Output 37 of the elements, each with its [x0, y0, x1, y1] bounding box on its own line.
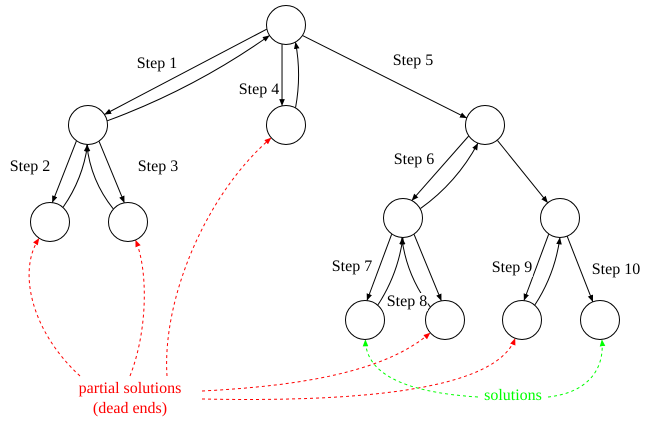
arrow [566, 236, 594, 302]
dashed-arrow [548, 339, 605, 398]
edge-label: Step 10 [590, 261, 642, 279]
edge-label: Step 3 [136, 158, 180, 176]
arrow [84, 144, 114, 210]
arrow [366, 234, 392, 301]
arrow [377, 237, 405, 306]
edge-label: Step 4 [238, 81, 280, 99]
dashed-arrow [363, 339, 478, 398]
arrow [62, 144, 90, 208]
edge-label: Step 5 [392, 52, 434, 70]
arrow [104, 28, 267, 115]
arrow [52, 140, 77, 203]
arrow [302, 35, 467, 118]
dashed-arrow [202, 332, 430, 392]
dashed-arrow [130, 240, 145, 376]
arrow [412, 136, 469, 201]
edge-label: Step 1 [136, 55, 178, 73]
arrow [279, 44, 285, 106]
arrow [98, 141, 125, 203]
dashed-arrow [202, 338, 516, 400]
arrow [524, 234, 550, 301]
arrow [497, 140, 548, 203]
arrow [420, 143, 478, 209]
edge-label: Step 6 [392, 151, 436, 169]
edge-label: Step 2 [8, 158, 52, 176]
annotation-text: partial solutions (dead ends) [78, 379, 182, 419]
arrow [107, 35, 270, 122]
dashed-arrow [28, 238, 80, 376]
edge-label: Step 8 [386, 293, 428, 311]
annotation-text: solutions [484, 386, 542, 406]
edge-label: Step 7 [330, 258, 374, 276]
arrow [414, 234, 442, 301]
dashed-arrow [166, 138, 272, 376]
edge-label: Step 9 [490, 259, 534, 277]
arrow [294, 42, 300, 108]
arrow [534, 237, 562, 306]
